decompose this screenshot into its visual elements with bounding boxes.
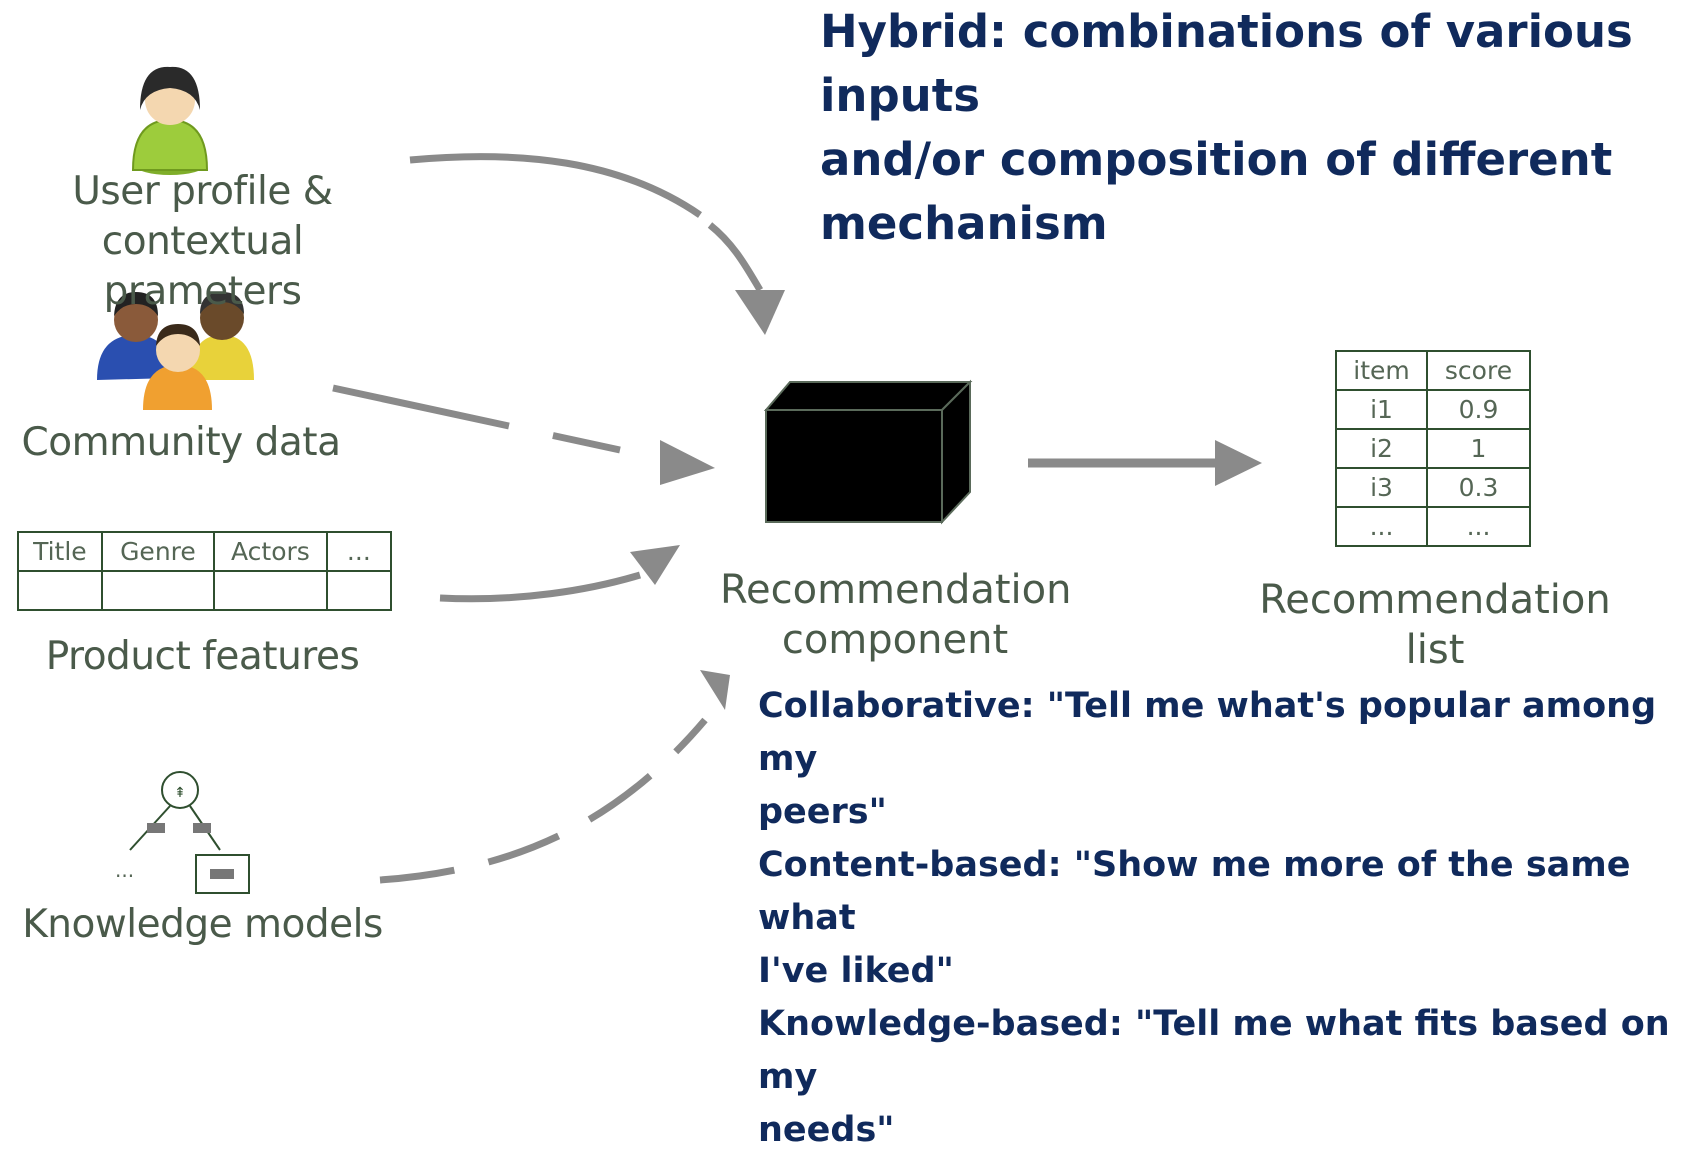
female-user-icon (131, 66, 209, 175)
description-content-based: Content-based: "Show me more of the same… (758, 839, 1688, 998)
title-line: and/or composition of different (820, 133, 1613, 186)
description-line: Content-based: "Show me more of the same… (758, 845, 1631, 938)
reco-cell: 0.3 (1426, 467, 1531, 508)
knowledge-models-label: Knowledge models (22, 902, 383, 947)
reco-cell: ... (1426, 506, 1531, 547)
arrowhead-product (630, 545, 680, 585)
title-line: Hybrid: combinations of various inputs (820, 5, 1633, 122)
recommendation-list-label: Recommendation list (1255, 575, 1615, 675)
user-profile-label-line: User profile & (72, 169, 333, 214)
reco-cell: 0.9 (1426, 389, 1531, 430)
arrowhead-knowledge (700, 670, 730, 710)
recommendation-component-label: Recommendation component (720, 565, 1072, 665)
user-profile-label: User profile & contextual prameters (0, 167, 405, 317)
features-empty-cell (100, 570, 216, 611)
reco-list-label-line: list (1405, 627, 1465, 673)
knowledge-tree-icon: ⇞ (129, 771, 250, 894)
title-line: mechanism (820, 197, 1108, 250)
features-empty-cell (325, 570, 393, 611)
reco-cell: i1 (1334, 389, 1429, 430)
description-line: Collaborative: "Tell me what's popular a… (758, 686, 1657, 779)
reco-header-cell: score (1426, 350, 1531, 391)
component-label-line: Recommendation (720, 567, 1072, 613)
product-features-label: Product features (45, 634, 360, 679)
diagram-arrows: ⇞ (97, 66, 1262, 894)
features-header-cell: Title (17, 531, 103, 572)
arrow-user-profile (409, 153, 702, 218)
approach-descriptions: Collaborative: "Tell me what's popular a… (758, 680, 1688, 1157)
features-header-cell: Genre (100, 531, 216, 572)
community-data-label: Community data (21, 420, 341, 465)
page-title: Hybrid: combinations of various inputs a… (820, 0, 1690, 256)
arrow-knowledge (379, 717, 708, 884)
reco-cell: 1 (1426, 428, 1531, 469)
description-line: peers" (758, 792, 887, 832)
product-features-table: Title Genre Actors ... (17, 531, 393, 611)
features-header-cell: Actors (213, 531, 328, 572)
description-line: Knowledge-based: "Tell me what fits base… (758, 1004, 1670, 1097)
reco-cell: ... (1334, 506, 1429, 547)
reco-cell: i3 (1334, 467, 1429, 508)
arrow-community (332, 384, 621, 454)
component-label-line: component (781, 617, 1009, 663)
arrow-product (439, 571, 642, 603)
features-empty-cell (213, 570, 328, 611)
description-knowledge-based: Knowledge-based: "Tell me what fits base… (758, 998, 1688, 1157)
reco-cell: i2 (1334, 428, 1429, 469)
arrowhead-community (660, 440, 715, 485)
user-profile-label-line: contextual prameters (101, 219, 304, 314)
arrowhead-output (1215, 440, 1262, 486)
features-empty-cell (17, 570, 103, 611)
group-users-icon (97, 292, 254, 410)
reco-header-cell: item (1334, 350, 1429, 391)
description-line: needs" (758, 1110, 895, 1150)
black-box-icon (763, 379, 973, 525)
description-line: I've liked" (758, 951, 954, 991)
arrowhead-user-profile (735, 290, 785, 335)
reco-list-label-line: Recommendation (1259, 577, 1611, 623)
svg-text:⇞: ⇞ (174, 785, 186, 801)
features-header-cell: ... (325, 531, 393, 572)
description-collaborative: Collaborative: "Tell me what's popular a… (758, 680, 1688, 839)
recommendation-list-table: item score i1 0.9 i2 1 i3 0.3 ... ... (1334, 350, 1531, 547)
knowledge-ellipsis: ... (115, 858, 135, 882)
arrow-user-profile-tail (707, 222, 764, 292)
